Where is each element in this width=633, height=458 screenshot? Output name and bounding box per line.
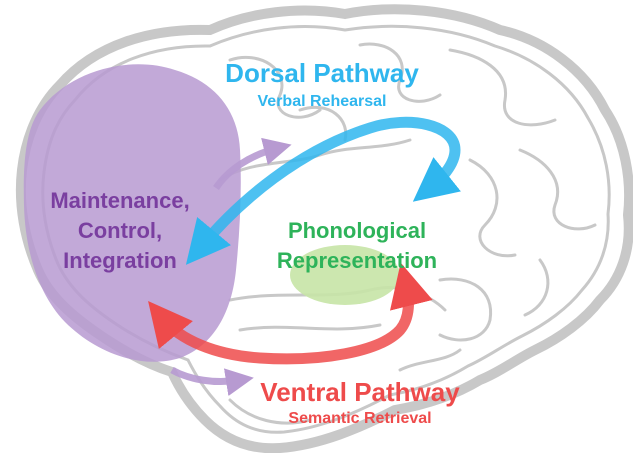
dorsal-pathway-title: Dorsal Pathway [215, 58, 429, 89]
phonological-line: Representation [262, 246, 452, 276]
maintenance-line: Integration [30, 246, 210, 276]
maintenance-label: Maintenance, Control, Integration [30, 186, 210, 276]
maintenance-line: Maintenance, [30, 186, 210, 216]
phonological-label: Phonological Representation [262, 216, 452, 276]
dorsal-pathway-subtitle: Verbal Rehearsal [215, 93, 429, 111]
ventral-pathway-title: Ventral Pathway [245, 377, 475, 408]
phonological-line: Phonological [262, 216, 452, 246]
maintenance-line: Control, [30, 216, 210, 246]
ventral-pathway-subtitle: Semantic Retrieval [245, 410, 475, 428]
